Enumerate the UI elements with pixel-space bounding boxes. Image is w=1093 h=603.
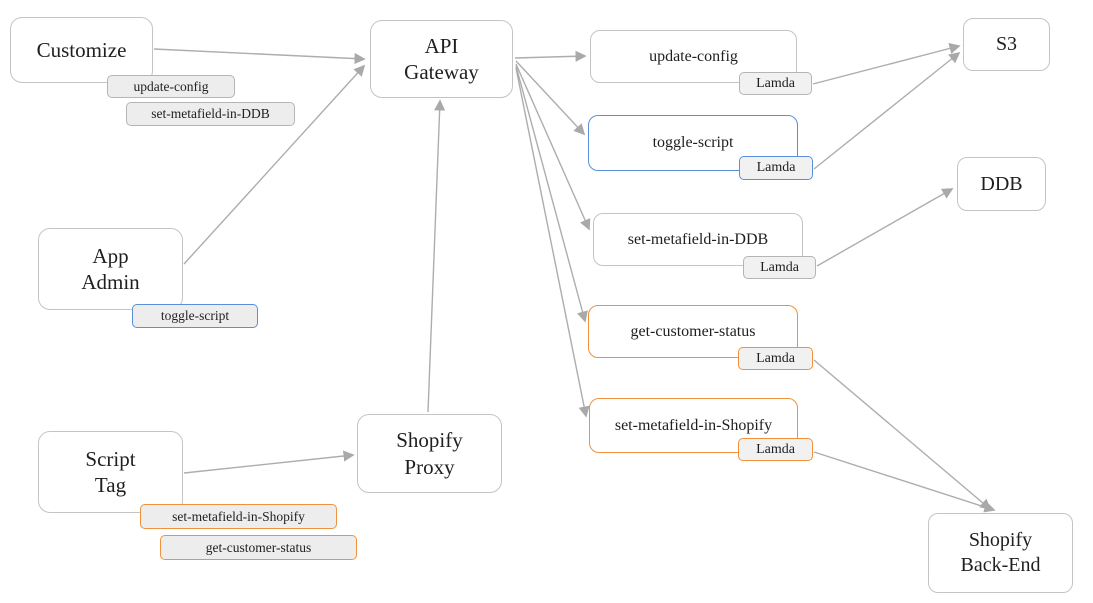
node-fn-set-metafield-in-shopify-label: set-metafield-in-Shopify: [614, 416, 773, 434]
attached-label-toggle-script-text: toggle-script: [160, 308, 230, 323]
node-ddb: DDB: [957, 157, 1046, 211]
edge-api-gateway-to-toggle-script: [515, 60, 586, 136]
edge-get-customer-status-to-shopify-backend: [813, 359, 992, 511]
node-customize-label: Customize: [36, 37, 127, 62]
lamda-tag-get-customer-status-text: Lamda: [756, 350, 795, 366]
edge-script-tag-to-shopify-proxy: [183, 450, 355, 474]
lamda-tag-set-metafield-in-ddb-text: Lamda: [760, 259, 799, 275]
node-ddb-label: DDB: [980, 172, 1023, 195]
node-fn-update-config-label: update-config: [649, 47, 738, 65]
edge-api-gateway-to-set-metafield-in-shopify: [515, 67, 590, 418]
node-api-gateway: API Gateway: [370, 20, 513, 98]
attached-label-get-customer-status-text: get-customer-status: [205, 539, 312, 555]
node-shopify-back-end-label: Shopify Back-End: [960, 529, 1041, 576]
node-script-tag-label: Script Tag: [85, 446, 136, 497]
lamda-tag-set-metafield-in-shopify: Lamda: [738, 438, 813, 461]
edge-set-metafield-in-ddb-to-ddb: [816, 188, 954, 267]
node-script-tag: Script Tag: [38, 431, 183, 513]
attached-label-set-metafield-in-ddb-text: set-metafield-in-DDB: [151, 106, 270, 121]
node-s3: S3: [963, 18, 1050, 71]
node-app-admin: App Admin: [38, 228, 183, 310]
edge-customize-to-api-gateway: [153, 48, 366, 65]
attached-label-toggle-script: toggle-script: [132, 304, 258, 328]
node-customize: Customize: [10, 17, 153, 83]
edge-shopify-proxy-to-api-gateway: [427, 99, 446, 413]
node-shopify-proxy-label: Shopify Proxy: [396, 428, 463, 479]
node-api-gateway-label: API Gateway: [404, 33, 479, 84]
lamda-tag-set-metafield-in-shopify-text: Lamda: [756, 441, 795, 457]
lamda-tag-get-customer-status: Lamda: [738, 347, 813, 370]
lamda-tag-update-config: Lamda: [739, 72, 812, 95]
attached-label-get-customer-status: get-customer-status: [160, 535, 357, 560]
node-fn-set-metafield-in-ddb-label: set-metafield-in-DDB: [627, 230, 769, 248]
lamda-tag-set-metafield-in-ddb: Lamda: [743, 256, 816, 279]
node-fn-toggle-script-label: toggle-script: [652, 134, 734, 151]
edge-toggle-script-to-s3: [813, 51, 961, 170]
attached-label-update-config: update-config: [107, 75, 235, 98]
node-app-admin-label: App Admin: [81, 243, 140, 294]
edge-update-config-to-s3: [812, 42, 961, 85]
edge-app-admin-to-api-gateway: [183, 64, 366, 265]
edge-api-gateway-to-get-customer-status: [515, 65, 588, 323]
attached-label-set-metafield-in-ddb: set-metafield-in-DDB: [126, 102, 295, 126]
node-shopify-back-end: Shopify Back-End: [928, 513, 1073, 593]
node-shopify-proxy: Shopify Proxy: [357, 414, 502, 493]
lamda-tag-update-config-text: Lamda: [756, 75, 795, 91]
node-s3-label: S3: [995, 33, 1018, 55]
lamda-tag-toggle-script: Lamda: [739, 156, 813, 180]
edge-api-gateway-to-update-config: [514, 50, 587, 62]
attached-label-update-config-text: update-config: [133, 78, 209, 94]
edge-set-metafield-in-shopify-to-shopify-backend: [813, 451, 996, 513]
lamda-tag-toggle-script-text: Lamda: [756, 160, 796, 175]
node-fn-get-customer-status-label: get-customer-status: [630, 322, 756, 340]
attached-label-set-metafield-in-shopify: set-metafield-in-Shopify: [140, 504, 337, 529]
edge-api-gateway-to-set-metafield-in-ddb: [515, 63, 591, 231]
attached-label-set-metafield-in-shopify-text: set-metafield-in-Shopify: [172, 508, 305, 524]
